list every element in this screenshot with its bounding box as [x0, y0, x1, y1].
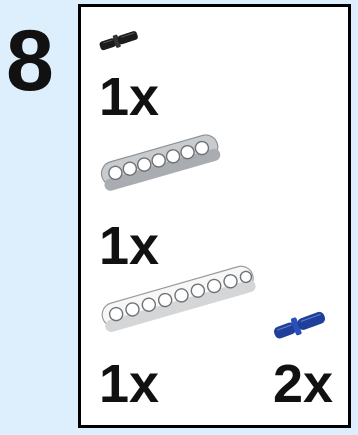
step-number: 8	[6, 18, 54, 104]
black-axle-pin-icon	[95, 27, 143, 53]
part-3-quantity: 1x	[99, 357, 159, 411]
part-4-quantity: 2x	[273, 357, 333, 411]
part-1-quantity: 1x	[99, 70, 159, 124]
blue-axle-pin-icon	[267, 303, 333, 347]
gray-beam-7-icon	[95, 132, 227, 198]
parts-list-box: 1x 1x	[78, 4, 351, 428]
white-beam-9-icon	[95, 262, 265, 340]
